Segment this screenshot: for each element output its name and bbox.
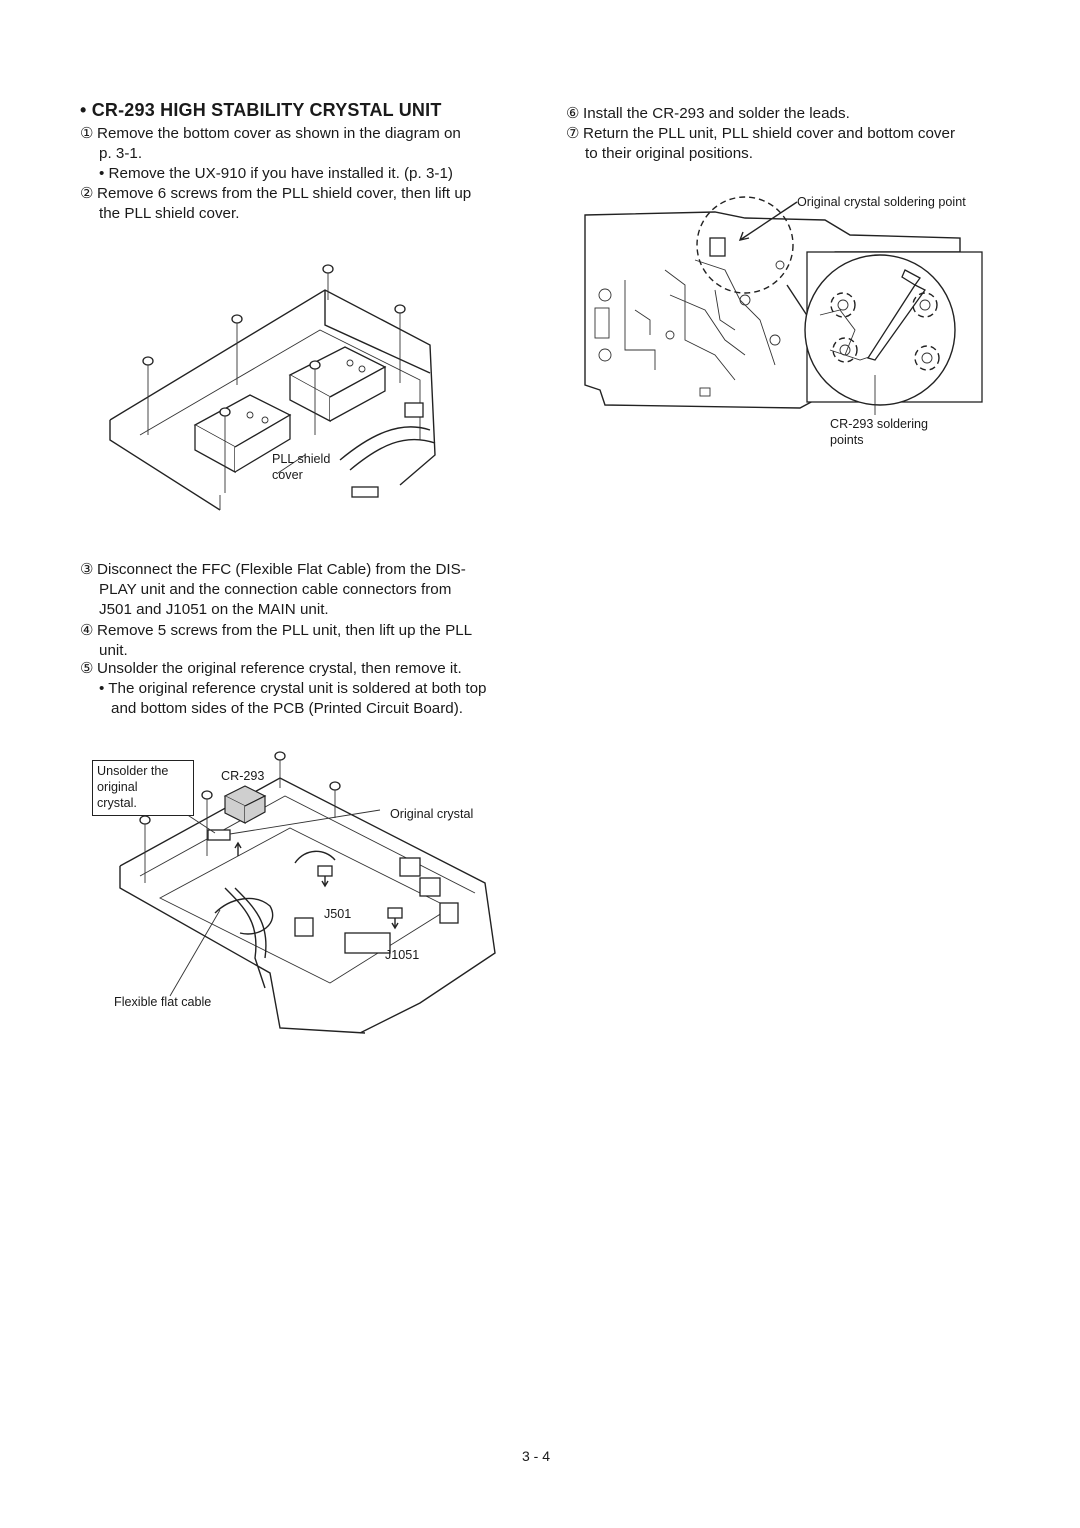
label-original-crystal: Original crystal <box>390 807 474 821</box>
step-3-line2: PLAY unit and the connection cable conne… <box>99 581 452 598</box>
figure-pll-shield-cover: PLL shield cover <box>100 255 460 535</box>
screw-icon <box>142 356 154 435</box>
label-unsolder-line1: Unsolder the <box>97 764 169 778</box>
crystal-removal-drawing <box>119 751 496 1034</box>
figure-pcb-soldering: Original crystal soldering point CR-293 … <box>575 190 995 450</box>
pcb-soldering-drawing <box>584 196 983 415</box>
label-unsolder-line2: original <box>97 780 138 794</box>
step-1-line1: Remove the bottom cover as shown in the … <box>97 125 461 142</box>
step-7-number: ⑦ <box>566 125 580 142</box>
step-2-line2: the PLL shield cover. <box>99 205 240 222</box>
label-flexible-flat-cable: Flexible flat cable <box>114 995 212 1009</box>
step-2-line1: Remove 6 screws from the PLL shield cove… <box>97 185 472 202</box>
step-3-line1: Disconnect the FFC (Flexible Flat Cable)… <box>97 561 466 578</box>
step-5-number: ⑤ <box>80 660 94 677</box>
step-7-line1: Return the PLL unit, PLL shield cover an… <box>583 125 956 142</box>
label-unsolder-crystal: Unsolder the original crystal. <box>92 760 194 816</box>
step-5-bullet-line1: • The original reference crystal unit is… <box>99 680 487 697</box>
step-6-number: ⑥ <box>566 105 580 122</box>
screw-icon <box>231 314 243 385</box>
step-2-number: ② <box>80 185 94 202</box>
step-1-bullet: • Remove the UX-910 if you have installe… <box>99 165 453 182</box>
label-cr293-soldering-line2: points <box>830 433 864 447</box>
screw-icon <box>309 360 321 435</box>
page-number: 3 - 4 <box>522 1448 551 1464</box>
screw-icon <box>322 264 334 300</box>
step-5-line1: Unsolder the original reference crystal,… <box>97 660 462 677</box>
step-1-line2: p. 3-1. <box>99 145 143 162</box>
section-title: • CR-293 HIGH STABILITY CRYSTAL UNIT <box>80 100 442 120</box>
screw-icon <box>219 407 231 493</box>
label-cr293: CR-293 <box>221 769 265 783</box>
step-1-number: ① <box>80 125 94 142</box>
screw-icon <box>394 304 406 383</box>
step-3-line3: J501 and J1051 on the MAIN unit. <box>99 601 329 618</box>
label-unsolder-line3: crystal. <box>97 796 137 810</box>
step-6-line1: Install the CR-293 and solder the leads. <box>583 105 850 122</box>
label-j501: J501 <box>324 907 352 921</box>
label-original-soldering-point: Original crystal soldering point <box>797 195 966 209</box>
step-4-number: ④ <box>80 622 94 639</box>
step-3-number: ③ <box>80 561 94 578</box>
screw-icon <box>274 751 286 788</box>
figure-crystal-removal: Unsolder the original crystal. CR-293 Or… <box>90 748 500 1048</box>
label-cr293-soldering-line1: CR-293 soldering <box>830 417 929 431</box>
label-pll-shield-line2: cover <box>272 468 303 482</box>
step-4-line2: unit. <box>99 642 128 659</box>
step-5-bullet-line2: and bottom sides of the PCB (Printed Cir… <box>111 700 464 717</box>
step-7-line2: to their original positions. <box>585 145 753 162</box>
step-4-line1: Remove 5 screws from the PLL unit, then … <box>97 622 473 639</box>
label-pll-shield: PLL shield cover <box>272 451 330 483</box>
label-cr293-soldering-points: CR-293 soldering points <box>830 416 928 448</box>
screw-icon <box>329 781 341 818</box>
screw-icon <box>201 790 213 856</box>
label-pll-shield-line1: PLL shield <box>272 452 331 466</box>
label-j1051: J1051 <box>385 948 420 962</box>
pll-shield-drawing <box>109 264 436 511</box>
screw-icon <box>139 815 151 883</box>
